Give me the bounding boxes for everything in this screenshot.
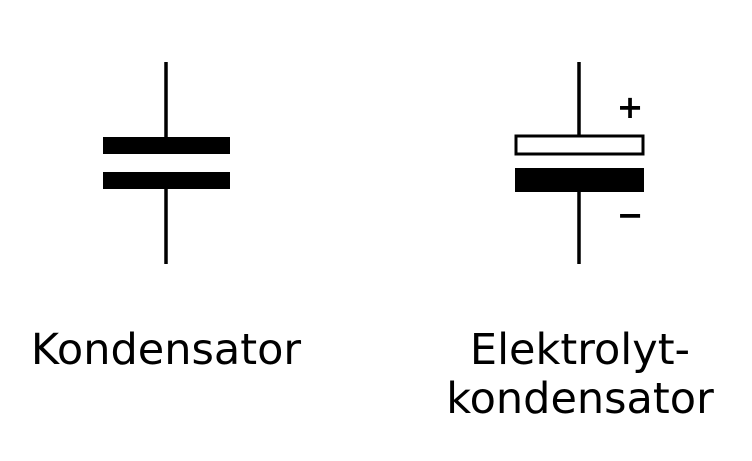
minus-sign: − bbox=[617, 196, 644, 234]
plus-sign: + bbox=[617, 88, 644, 126]
capacitor-bottom-plate bbox=[103, 172, 230, 189]
capacitor-symbol: Kondensator bbox=[31, 62, 302, 375]
capacitor-label: Kondensator bbox=[31, 325, 302, 375]
electrolytic-label-line-2: kondensator bbox=[446, 374, 714, 424]
electrolytic-label-line-1: Elektrolyt- bbox=[470, 325, 690, 375]
electrolytic-positive-plate bbox=[514, 134, 645, 156]
capacitor-top-plate bbox=[103, 137, 230, 154]
electrolytic-capacitor-symbol: + − Elektrolyt- kondensator bbox=[446, 62, 714, 424]
electrolytic-negative-plate bbox=[515, 168, 644, 192]
